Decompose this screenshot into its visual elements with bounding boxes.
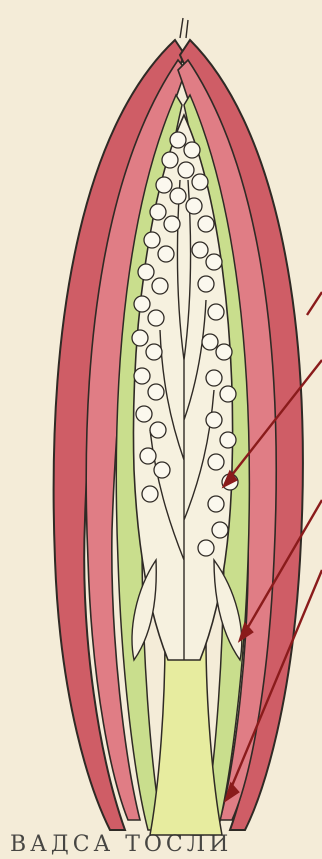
central-axis [150, 640, 222, 835]
bud-tip [180, 18, 188, 38]
pointer-line-1 [307, 292, 322, 315]
caption-text: ВАДСА ТОСЛИ [10, 832, 232, 857]
